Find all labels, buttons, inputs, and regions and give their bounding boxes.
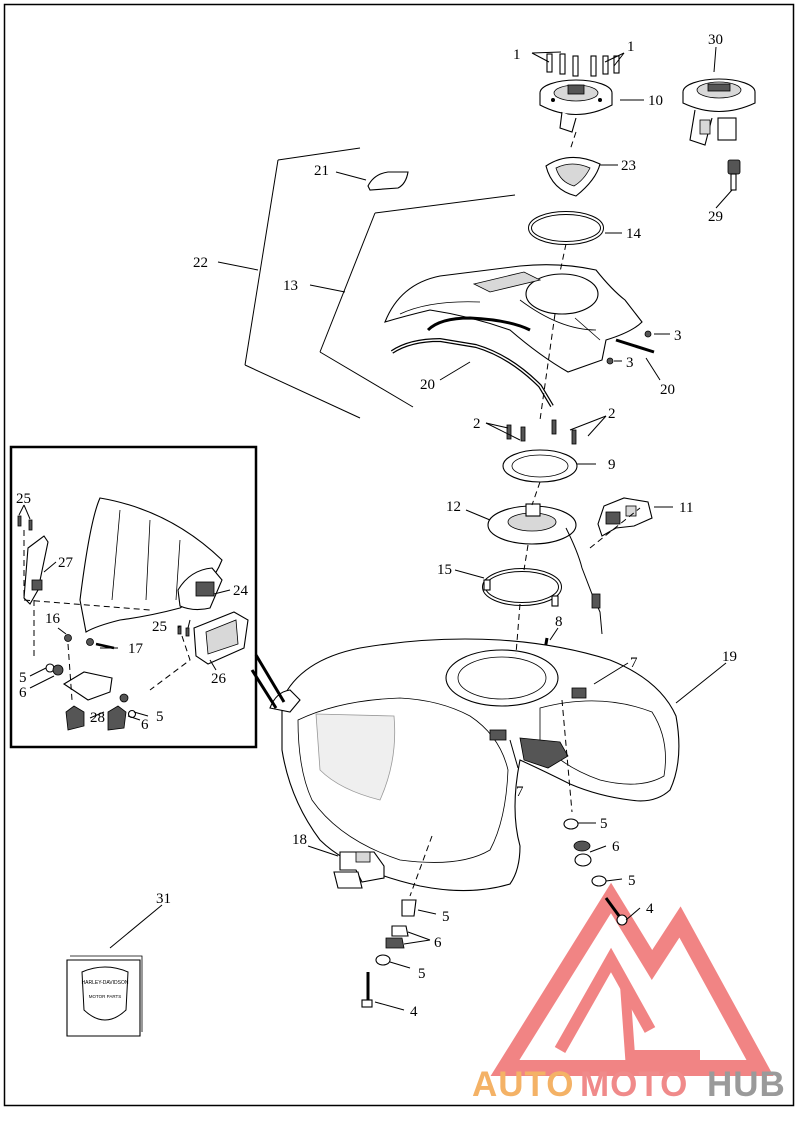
leader-lines xyxy=(18,46,733,1011)
callout-1-right: 1 xyxy=(627,39,635,55)
callout-6-b: 6 xyxy=(434,935,442,951)
callout-15: 15 xyxy=(437,562,452,578)
callout-18: 18 xyxy=(292,832,307,848)
explosion-centerlines xyxy=(409,131,641,897)
callout-21: 21 xyxy=(314,163,329,179)
watermark-logo xyxy=(490,882,774,1076)
inset-callout-16: 16 xyxy=(45,611,61,627)
screw-3a xyxy=(644,330,652,338)
tank-console-cover xyxy=(384,264,643,373)
callout-9: 9 xyxy=(608,457,616,473)
callout-1-left: 1 xyxy=(513,47,521,63)
mounting-flange xyxy=(502,449,578,483)
screw-group-right xyxy=(590,55,620,77)
callout-14: 14 xyxy=(626,226,642,242)
fuel-pump-plate xyxy=(487,503,603,635)
trim-strip-right xyxy=(426,316,531,332)
callout-2-right: 2 xyxy=(608,406,616,422)
callout-8: 8 xyxy=(555,614,563,630)
callout-22: 22 xyxy=(193,255,208,271)
callout-19: 19 xyxy=(722,649,737,665)
callout-12: 12 xyxy=(446,499,461,515)
callout-20-right: 20 xyxy=(660,382,675,398)
callout-5-d: 5 xyxy=(418,966,426,982)
bracket xyxy=(333,851,385,889)
inset-callout-24: 24 xyxy=(233,583,249,599)
fuel-tank xyxy=(269,638,680,892)
locking-fuel-cap xyxy=(682,78,756,146)
callout-2-left: 2 xyxy=(473,416,481,432)
callout-3-lower: 3 xyxy=(626,355,634,371)
callout-20-left: 20 xyxy=(420,377,435,393)
inset-callout-28: 28 xyxy=(90,710,105,726)
manual-brand-2: MOTOR PARTS xyxy=(89,994,122,999)
inset-callout-27: 27 xyxy=(58,555,74,571)
inset-callout-17: 17 xyxy=(128,641,144,657)
callout-31: 31 xyxy=(156,891,171,907)
callout-3-upper: 3 xyxy=(674,328,682,344)
callout-5-a: 5 xyxy=(600,816,608,832)
hardware-stack-left xyxy=(361,899,417,1008)
callout-5-c: 5 xyxy=(442,909,450,925)
watermark-moto: MOTO xyxy=(580,1065,688,1104)
screw-3b xyxy=(606,357,614,365)
callout-7-lower: 7 xyxy=(516,784,524,800)
watermark-auto: AUTO xyxy=(472,1065,575,1104)
callout-6-a: 6 xyxy=(612,839,620,855)
watermark-text: AUTO MOTO HUB xyxy=(472,1065,786,1104)
hardware-stack-right xyxy=(563,818,628,926)
seal-ring xyxy=(528,211,604,245)
inset-callout-6-left: 6 xyxy=(19,685,27,701)
callout-30: 30 xyxy=(708,32,723,48)
sensor-module xyxy=(597,497,653,537)
watermark-hub: HUB xyxy=(707,1065,786,1104)
inset-callout-5-left: 5 xyxy=(19,670,27,686)
inset-callout-5-right: 5 xyxy=(156,709,164,725)
callout-11: 11 xyxy=(679,500,693,516)
diagram-border xyxy=(3,3,795,1107)
callout-4-a: 4 xyxy=(646,901,654,917)
inset-callout-25-mid: 25 xyxy=(152,619,167,635)
screw-group-left xyxy=(546,53,579,77)
gasket xyxy=(545,156,601,197)
inset-callout-6-right: 6 xyxy=(141,717,149,733)
callout-7-upper: 7 xyxy=(630,655,638,671)
callout-10: 10 xyxy=(648,93,663,109)
detail-inset xyxy=(9,445,286,749)
inset-callout-26: 26 xyxy=(211,671,227,687)
owners-manual: HARLEY-DAVIDSON MOTOR PARTS xyxy=(66,955,143,1037)
callout-4-b: 4 xyxy=(410,1004,418,1020)
retainer-ring xyxy=(482,568,562,607)
emblem-badge xyxy=(367,171,409,191)
trim-strip-right-tail xyxy=(615,338,655,354)
key-icon xyxy=(727,159,741,191)
callout-13: 13 xyxy=(283,278,298,294)
callout-23: 23 xyxy=(621,158,636,174)
inset-callout-25-top: 25 xyxy=(16,491,31,507)
manual-brand-1: HARLEY-DAVIDSON xyxy=(82,980,129,986)
callout-5-b: 5 xyxy=(628,873,636,889)
trim-strip-left xyxy=(390,337,554,408)
callout-29: 29 xyxy=(708,209,723,225)
trim-strip-left-inner xyxy=(391,339,553,407)
callout-labels: 1 1 10 30 21 23 29 22 14 13 3 3 20 20 2 … xyxy=(16,32,737,1020)
fuel-cap-assembly xyxy=(539,53,620,133)
